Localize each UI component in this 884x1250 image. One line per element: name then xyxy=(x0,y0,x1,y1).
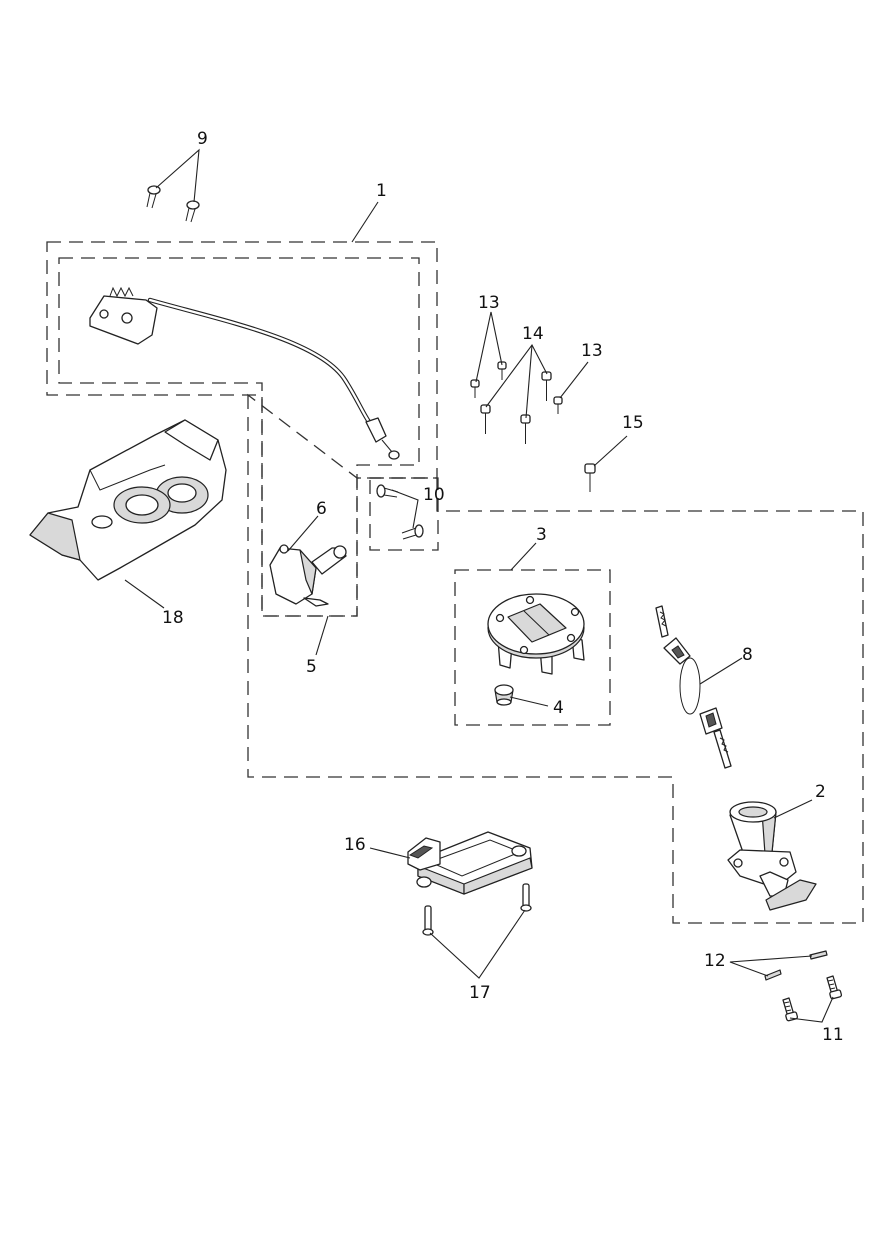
group-10-boundary xyxy=(369,477,439,551)
leader-18 xyxy=(124,579,165,609)
callout-13b: 13 xyxy=(581,341,603,361)
control-module xyxy=(407,831,533,895)
callout-14: 14 xyxy=(522,324,544,344)
leader-15 xyxy=(593,435,628,467)
leader-9 xyxy=(155,148,200,203)
leader-3 xyxy=(510,542,537,571)
leader-8 xyxy=(699,657,743,685)
bolt-14c xyxy=(520,414,531,444)
callout-4: 4 xyxy=(553,698,564,718)
callout-18: 18 xyxy=(162,608,184,628)
seat-lock-actuator xyxy=(269,544,347,607)
callout-numbers: 1 2 3 4 5 6 8 9 10 11 12 13 13 14 15 16 … xyxy=(162,129,844,1045)
seat-release-cable xyxy=(89,286,400,460)
leader-6 xyxy=(287,515,319,552)
leader-4 xyxy=(509,696,549,707)
callout-6: 6 xyxy=(316,499,327,519)
bolt-17a xyxy=(422,905,434,936)
bolt-15 xyxy=(584,463,596,492)
callout-9: 9 xyxy=(197,129,208,149)
leader-17 xyxy=(429,909,526,979)
callout-13a: 13 xyxy=(478,293,500,313)
callout-1: 1 xyxy=(376,181,387,201)
callout-10: 10 xyxy=(423,485,445,505)
leader-2 xyxy=(773,799,813,819)
leader-12 xyxy=(729,955,813,977)
leader-5 xyxy=(315,615,329,656)
seat-lock-housing xyxy=(29,419,227,581)
fuel-filler-cap xyxy=(487,593,585,675)
bolt-14b xyxy=(541,371,552,401)
callout-16: 16 xyxy=(344,835,366,855)
grommet xyxy=(494,684,514,706)
group-3-boundary xyxy=(454,569,611,726)
pin-12a xyxy=(809,950,828,960)
pin-12b xyxy=(764,969,782,981)
bolt-13a xyxy=(470,379,480,398)
bolt-11a xyxy=(826,975,843,1000)
group-1-inner-boundary xyxy=(58,257,420,617)
leader-10 xyxy=(391,489,419,529)
bolt-17b xyxy=(520,883,532,912)
bolt-13c xyxy=(553,396,563,414)
callout-2: 2 xyxy=(815,782,826,802)
leader-11 xyxy=(789,996,834,1023)
callout-17: 17 xyxy=(469,983,491,1003)
screw-10a xyxy=(376,484,399,498)
leader-lines xyxy=(124,148,834,1023)
leader-16 xyxy=(369,847,411,859)
leader-14 xyxy=(485,343,548,408)
bolt-14a xyxy=(480,404,491,434)
screw-10b xyxy=(401,524,424,540)
ignition-switch xyxy=(727,801,817,911)
leader-1 xyxy=(351,201,379,243)
leader-13a xyxy=(475,311,503,383)
screw-9b xyxy=(185,200,200,223)
callout-12: 12 xyxy=(704,951,726,971)
leader-14b xyxy=(525,344,533,419)
leader-13c xyxy=(559,361,589,399)
callout-15: 15 xyxy=(622,413,644,433)
callout-5: 5 xyxy=(306,657,317,677)
keys xyxy=(655,605,732,769)
screw-9a xyxy=(146,185,161,209)
group-boundaries xyxy=(46,241,864,924)
callout-11: 11 xyxy=(822,1025,844,1045)
bolt-13b xyxy=(497,361,507,380)
callout-8: 8 xyxy=(742,645,753,665)
callout-3: 3 xyxy=(536,525,547,545)
